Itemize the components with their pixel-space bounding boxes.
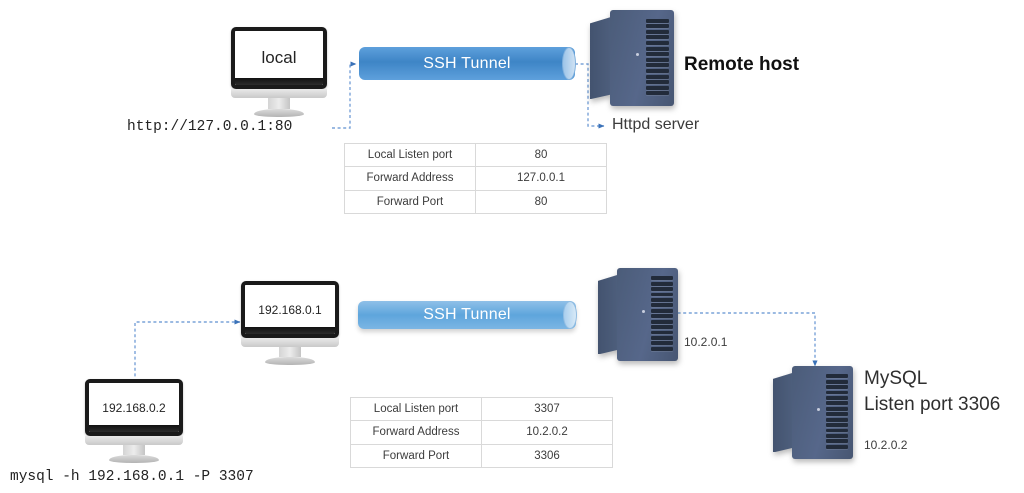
- monitor-local-bezel: local: [231, 27, 327, 89]
- server-remote-host-body: [590, 10, 674, 106]
- monitor-gateway-label: 192.168.0.1: [258, 302, 322, 317]
- monitor-gateway-screen: 192.168.0.1: [245, 285, 335, 334]
- local-url-command: http://127.0.0.1:80: [127, 119, 293, 135]
- monitor-gateway-bezel: 192.168.0.1: [241, 281, 339, 338]
- monitor-local-foot: [254, 109, 304, 117]
- table-row: Forward Address 127.0.0.1: [344, 166, 607, 191]
- wire-client-to-gateway: [134, 319, 241, 382]
- ssh-tunnel-top: SSH Tunnel: [359, 47, 576, 80]
- mysql-title-label: MySQL: [864, 368, 928, 389]
- table-cell-key: Forward Address: [344, 166, 476, 191]
- monitor-gateway: 192.168.0.1: [241, 281, 339, 365]
- monitor-gateway-chin: [245, 327, 335, 334]
- server-vents-icon: [645, 18, 669, 96]
- mysql-ip-label: 10.2.0.2: [864, 438, 908, 452]
- server-front-panel: [610, 10, 674, 106]
- table-row: Forward Address 10.2.0.2: [350, 420, 613, 445]
- table-row: Forward Port 3306: [350, 443, 613, 469]
- server-vents-icon: [651, 276, 674, 351]
- table-cell-key: Local Listen port: [344, 142, 476, 168]
- table-cell-value: 80: [475, 189, 607, 215]
- monitor-client-label: 192.168.0.2: [102, 400, 166, 415]
- httpd-server-label: Httpd server: [612, 116, 700, 133]
- mysql-port-label: Listen port 3306: [864, 394, 1001, 415]
- remote-host-label: Remote host: [684, 54, 800, 75]
- port-forward-table-bottom: Local Listen port 3307 Forward Address 1…: [350, 396, 613, 469]
- table-cell-value: 10.2.0.2: [481, 420, 613, 445]
- monitor-client-chin: [89, 425, 179, 432]
- monitor-local: local: [231, 27, 327, 117]
- monitor-local-chin: [235, 78, 323, 85]
- port-forward-table-top: Local Listen port 80 Forward Address 127…: [344, 142, 607, 215]
- monitor-gateway-neck: [279, 347, 301, 357]
- table-cell-value: 3306: [481, 443, 613, 469]
- ssh-tunnel-bottom: SSH Tunnel: [358, 301, 577, 329]
- server-mysql-body: [773, 366, 853, 459]
- monitor-client-foot: [109, 455, 159, 463]
- monitor-client-neck: [123, 445, 145, 455]
- table-cell-key: Forward Port: [350, 443, 482, 469]
- server-side-panel: [590, 16, 612, 100]
- table-cell-value: 3307: [481, 396, 613, 422]
- monitor-local-label: local: [261, 48, 297, 67]
- server-power-led-icon: [817, 407, 821, 411]
- server-front-panel: [617, 268, 678, 361]
- server-vents-icon: [826, 374, 849, 449]
- server-remote-host: [590, 10, 674, 106]
- monitor-local-screen: local: [235, 31, 323, 85]
- monitor-client-bezel: 192.168.0.2: [85, 379, 183, 436]
- server-mysql: [773, 366, 853, 459]
- ssh-tunnel-top-body: SSH Tunnel: [359, 47, 575, 80]
- ssh-tunnel-top-label: SSH Tunnel: [423, 54, 511, 72]
- server-power-led-icon: [636, 53, 640, 57]
- monitor-local-neck: [268, 98, 290, 109]
- monitor-client: 192.168.0.2: [85, 379, 183, 463]
- server-side-panel: [773, 372, 794, 453]
- table-cell-key: Local Listen port: [350, 396, 482, 422]
- table-row: Local Listen port 80: [344, 142, 607, 168]
- server-power-led-icon: [642, 309, 646, 313]
- server-remote-gateway: [598, 268, 678, 361]
- wire-local-to-tunnel: [332, 61, 357, 129]
- server-front-panel: [792, 366, 853, 459]
- table-row: Forward Port 80: [344, 189, 607, 215]
- table-cell-key: Forward Address: [350, 420, 482, 445]
- ssh-tunnel-bottom-cap: [563, 301, 577, 329]
- ssh-tunnel-bottom-label: SSH Tunnel: [423, 306, 511, 323]
- monitor-client-base: [85, 436, 183, 445]
- table-row: Local Listen port 3307: [350, 396, 613, 422]
- server-remote-gateway-body: [598, 268, 678, 361]
- ssh-tunnel-top-cap: [562, 47, 576, 80]
- ssh-tunnel-bottom-body: SSH Tunnel: [358, 301, 576, 329]
- remote-gateway-ip-label: 10.2.0.1: [684, 335, 728, 349]
- table-cell-value: 127.0.0.1: [475, 166, 607, 191]
- monitor-gateway-foot: [265, 357, 315, 365]
- server-side-panel: [598, 274, 619, 355]
- table-cell-key: Forward Port: [344, 189, 476, 215]
- monitor-client-screen: 192.168.0.2: [89, 383, 179, 432]
- monitor-gateway-base: [241, 338, 339, 347]
- mysql-client-command: mysql -h 192.168.0.1 -P 3307: [10, 469, 254, 485]
- monitor-local-base: [231, 89, 327, 98]
- table-cell-value: 80: [475, 142, 607, 168]
